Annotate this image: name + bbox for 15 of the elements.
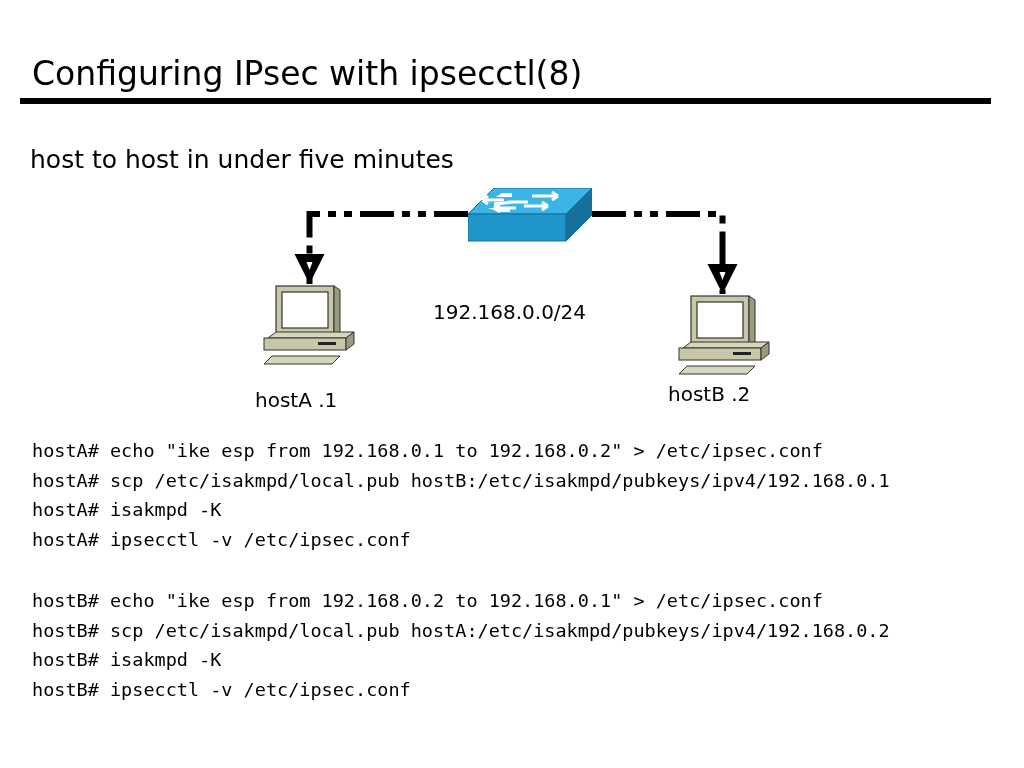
connection-arrow: [294, 211, 468, 284]
subtitle: host to host in under five minutes: [30, 145, 454, 174]
command-line: hostB# ipsecctl -v /etc/ipsec.conf: [32, 679, 411, 700]
command-line: hostA# scp /etc/isakmpd/local.pub hostB:/etc/isakmpd/pubkeys/ipv4/192.168.0.1: [32, 470, 890, 491]
network-label: 192.168.0.0/24: [433, 300, 587, 324]
host-label: hostA .1: [255, 388, 338, 412]
host-label: hostB .2: [668, 382, 751, 406]
slide-title: Configuring IPsec with ipsecctl(8): [32, 54, 583, 93]
command-line: hostA# echo "ike esp from 192.168.0.1 to 192.168.0.2" > /etc/ipsec.conf: [32, 440, 823, 461]
command-line: hostA# isakmpd -K: [32, 499, 222, 520]
connection-arrow: [592, 211, 738, 294]
command-line: hostA# ipsecctl -v /etc/ipsec.conf: [32, 529, 411, 550]
command-line: hostB# scp /etc/isakmpd/local.pub hostA:/etc/isakmpd/pubkeys/ipv4/192.168.0.2: [32, 620, 890, 641]
command-line: hostB# isakmpd -K: [32, 649, 222, 670]
command-line: hostB# echo "ike esp from 192.168.0.2 to 192.168.0.1" > /etc/ipsec.conf: [32, 590, 823, 611]
